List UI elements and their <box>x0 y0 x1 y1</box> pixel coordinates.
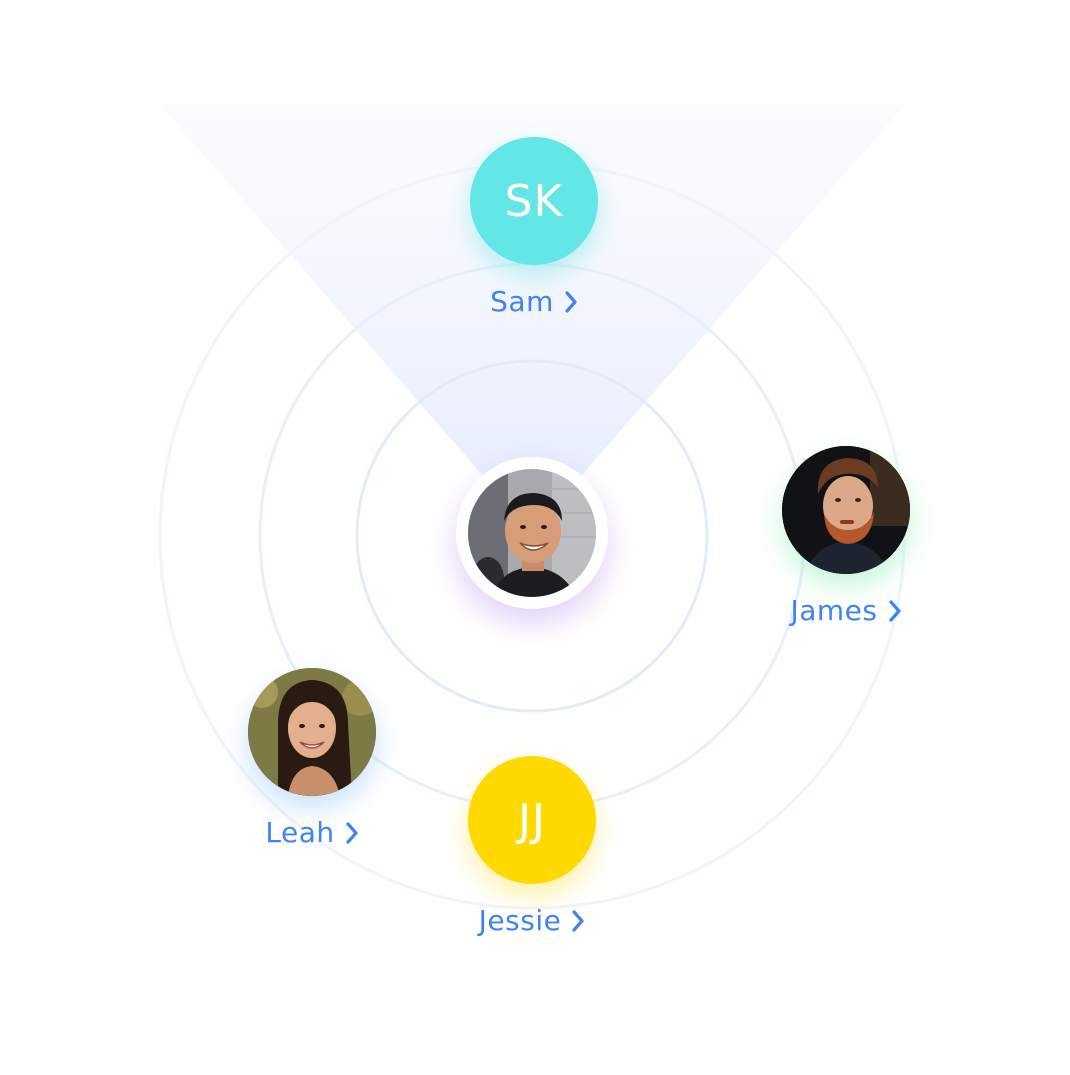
contact-sam: SK Sam <box>404 137 664 318</box>
contact-link-sam[interactable]: Sam <box>490 285 578 318</box>
chevron-right-icon <box>888 599 902 623</box>
contact-initials: JJ <box>518 794 546 846</box>
contact-avatar-sam[interactable]: SK <box>470 137 598 265</box>
radar-beam <box>160 105 905 532</box>
contact-name: Leah <box>265 816 335 849</box>
contact-name: Jessie <box>478 904 562 937</box>
contact-name: Sam <box>490 285 554 318</box>
chevron-right-icon <box>345 821 359 845</box>
contact-leah: Leah <box>182 668 442 849</box>
contact-link-leah[interactable]: Leah <box>265 816 358 849</box>
contact-jessie: JJ Jessie <box>402 756 662 937</box>
contact-link-james[interactable]: James <box>790 594 901 627</box>
contact-avatar-james[interactable] <box>782 446 910 574</box>
radar-ring-inner <box>355 359 709 713</box>
contact-avatar-leah[interactable] <box>248 668 376 796</box>
contact-name: James <box>790 594 878 627</box>
photo-portrait-icon <box>782 446 910 574</box>
contact-avatar-jessie[interactable]: JJ <box>468 756 596 884</box>
chevron-right-icon <box>571 909 585 933</box>
photo-portrait-icon <box>248 668 376 796</box>
chevron-right-icon <box>564 290 578 314</box>
contact-initials: SK <box>504 175 564 227</box>
contact-link-jessie[interactable]: Jessie <box>479 904 586 937</box>
contact-james: James <box>716 446 976 627</box>
current-user-avatar[interactable] <box>456 457 608 609</box>
user-portrait-icon <box>468 469 596 597</box>
